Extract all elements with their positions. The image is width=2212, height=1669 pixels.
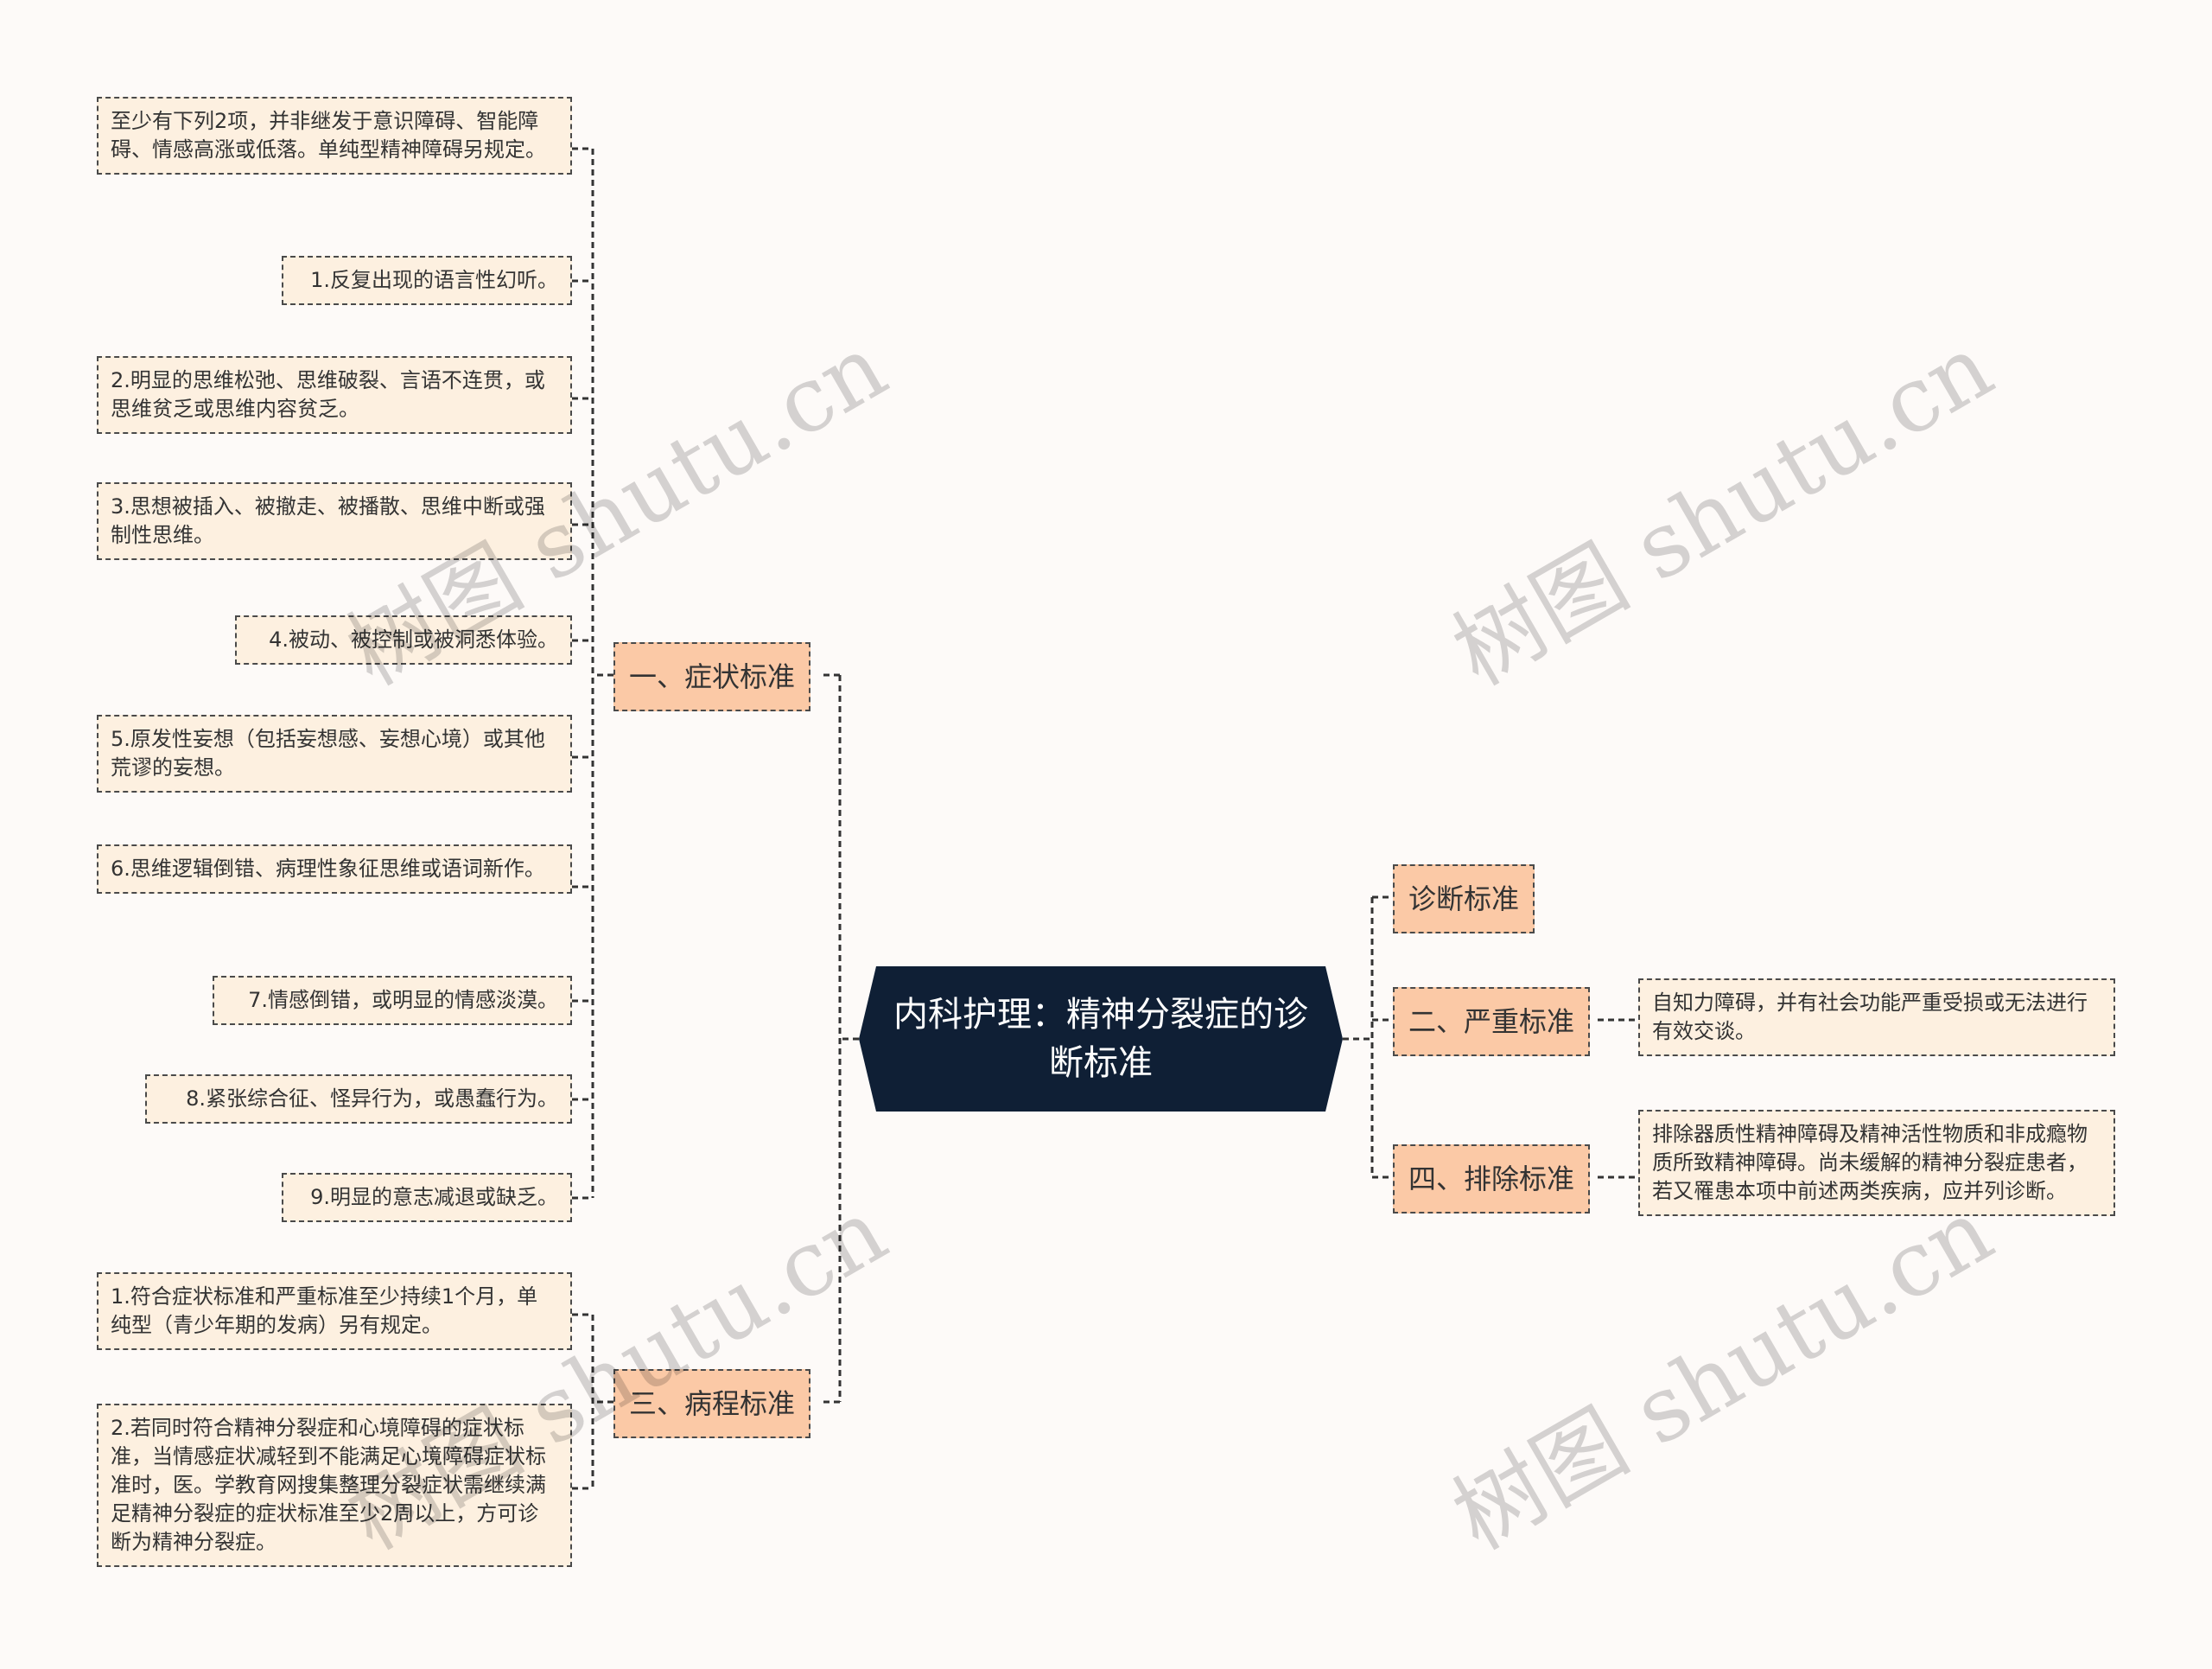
root-topic[interactable]: 内科护理：精神分裂症的诊断标准: [859, 966, 1343, 1112]
symptom-leaf-4[interactable]: 4.被动、被控制或被洞悉体验。: [235, 615, 572, 665]
symptom-leaf-2[interactable]: 2.明显的思维松弛、思维破裂、言语不连贯，或思维贫乏或思维内容贫乏。: [97, 356, 572, 434]
symptom-leaf-intro[interactable]: 至少有下列2项，并非继发于意识障碍、智能障碍、情感高涨或低落。单纯型精神障碍另规…: [97, 97, 572, 175]
course-leaf-1[interactable]: 1.符合症状标准和严重标准至少持续1个月，单纯型（青少年期的发病）另有规定。: [97, 1272, 572, 1350]
symptom-leaf-6[interactable]: 6.思维逻辑倒错、病理性象征思维或语词新作。: [97, 844, 572, 894]
branch-symptom-criteria[interactable]: 一、症状标准: [613, 642, 811, 711]
symptom-leaf-9[interactable]: 9.明显的意志减退或缺乏。: [282, 1173, 572, 1222]
symptom-leaf-3[interactable]: 3.思想被插入、被撤走、被播散、思维中断或强制性思维。: [97, 482, 572, 560]
symptom-leaf-8[interactable]: 8.紧张综合征、怪异行为，或愚蠢行为。: [145, 1074, 572, 1124]
course-leaf-2[interactable]: 2.若同时符合精神分裂症和心境障碍的症状标准，当情感症状减轻到不能满足心境障碍症…: [97, 1404, 572, 1567]
branch-exclusion-criteria[interactable]: 四、排除标准: [1393, 1144, 1591, 1214]
root-shape: [859, 966, 1343, 1112]
symptom-leaf-7[interactable]: 7.情感倒错，或明显的情感淡漠。: [213, 976, 572, 1025]
severity-leaf[interactable]: 自知力障碍，并有社会功能严重受损或无法进行有效交谈。: [1638, 978, 2115, 1056]
branch-severity-criteria[interactable]: 二、严重标准: [1393, 987, 1591, 1056]
symptom-leaf-5[interactable]: 5.原发性妄想（包括妄想感、妄想心境）或其他荒谬的妄想。: [97, 715, 572, 793]
branch-course-criteria[interactable]: 三、病程标准: [613, 1369, 811, 1438]
branch-diagnosis-criteria[interactable]: 诊断标准: [1393, 864, 1535, 933]
symptom-leaf-1[interactable]: 1.反复出现的语言性幻听。: [282, 256, 572, 305]
root-label: 内科护理：精神分裂症的诊断标准: [893, 995, 1308, 1083]
exclusion-leaf[interactable]: 排除器质性精神障碍及精神活性物质和非成瘾物质所致精神障碍。尚未缓解的精神分裂症患…: [1638, 1110, 2115, 1216]
